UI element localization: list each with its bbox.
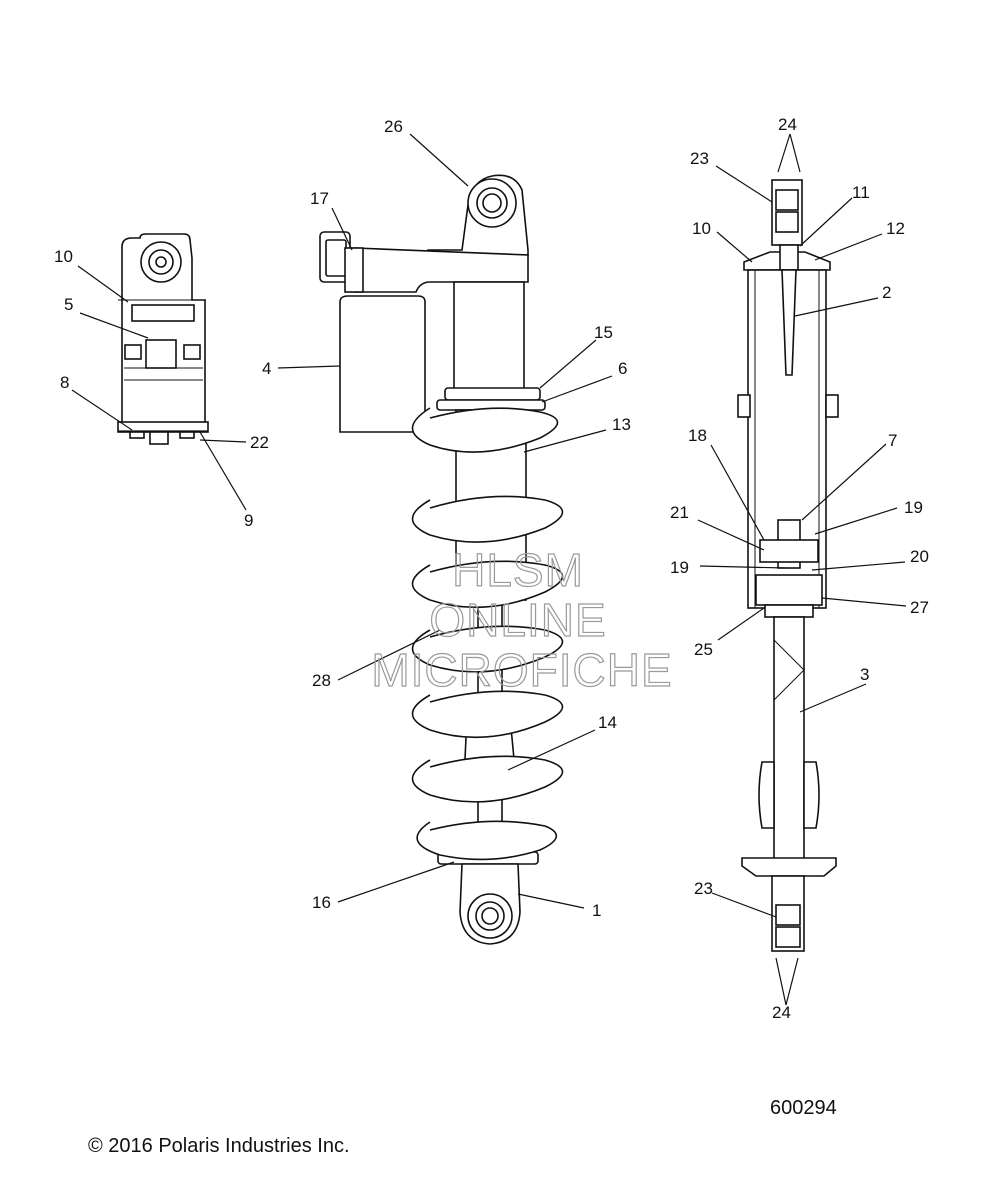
watermark-line-1: HLSM: [452, 544, 584, 596]
callout-7: 7: [888, 431, 897, 450]
figure-number: 600294: [770, 1097, 837, 1119]
callout-21: 21: [670, 503, 689, 522]
callout-28: 28: [312, 671, 331, 690]
callout-19-right: 19: [904, 498, 923, 517]
callout-17: 17: [310, 189, 329, 208]
callout-25: 25: [694, 640, 713, 659]
copyright-notice: © 2016 Polaris Industries Inc.: [88, 1135, 350, 1157]
callout-4: 4: [262, 359, 271, 378]
callout-3: 3: [860, 665, 869, 684]
callout-22: 22: [250, 433, 269, 452]
callout-12: 12: [886, 219, 905, 238]
assembled-shock-view: [319, 174, 564, 945]
callout-6: 6: [618, 359, 627, 378]
callout-24-top: 24: [778, 115, 797, 134]
leader-lines: [71, 133, 907, 1006]
callout-23-top: 23: [690, 149, 709, 168]
callout-2: 2: [882, 283, 891, 302]
callout-19-left: 19: [670, 558, 689, 577]
callout-20: 20: [910, 547, 929, 566]
callout-1: 1: [592, 901, 601, 920]
callout-10-left: 10: [54, 247, 73, 266]
callout-9: 9: [244, 511, 253, 530]
callout-18: 18: [688, 426, 707, 445]
callout-27: 27: [910, 598, 929, 617]
callout-15: 15: [594, 323, 613, 342]
callout-24-bottom: 24: [772, 1003, 791, 1022]
callout-26: 26: [384, 117, 403, 136]
coil-spring: [411, 407, 564, 861]
cross-section-view: [737, 179, 839, 952]
reservoir-detail-view: [117, 233, 209, 445]
callout-11: 11: [852, 183, 870, 202]
callout-5: 5: [64, 295, 73, 314]
callout-23-bottom: 23: [694, 879, 713, 898]
callout-8: 8: [60, 373, 69, 392]
watermark-line-2: ONLINE: [429, 594, 606, 646]
callout-14: 14: [598, 713, 617, 732]
callout-labels: 10 5 8 22 9 26 17 4 15 6 13 14 28 16 1 2…: [54, 115, 929, 1022]
callout-16: 16: [312, 893, 331, 912]
watermark: HLSM ONLINE MICROFICHE: [371, 543, 673, 696]
callout-10-right: 10: [692, 219, 711, 238]
callout-13: 13: [612, 415, 631, 434]
watermark-line-3: MICROFICHE: [371, 644, 672, 696]
